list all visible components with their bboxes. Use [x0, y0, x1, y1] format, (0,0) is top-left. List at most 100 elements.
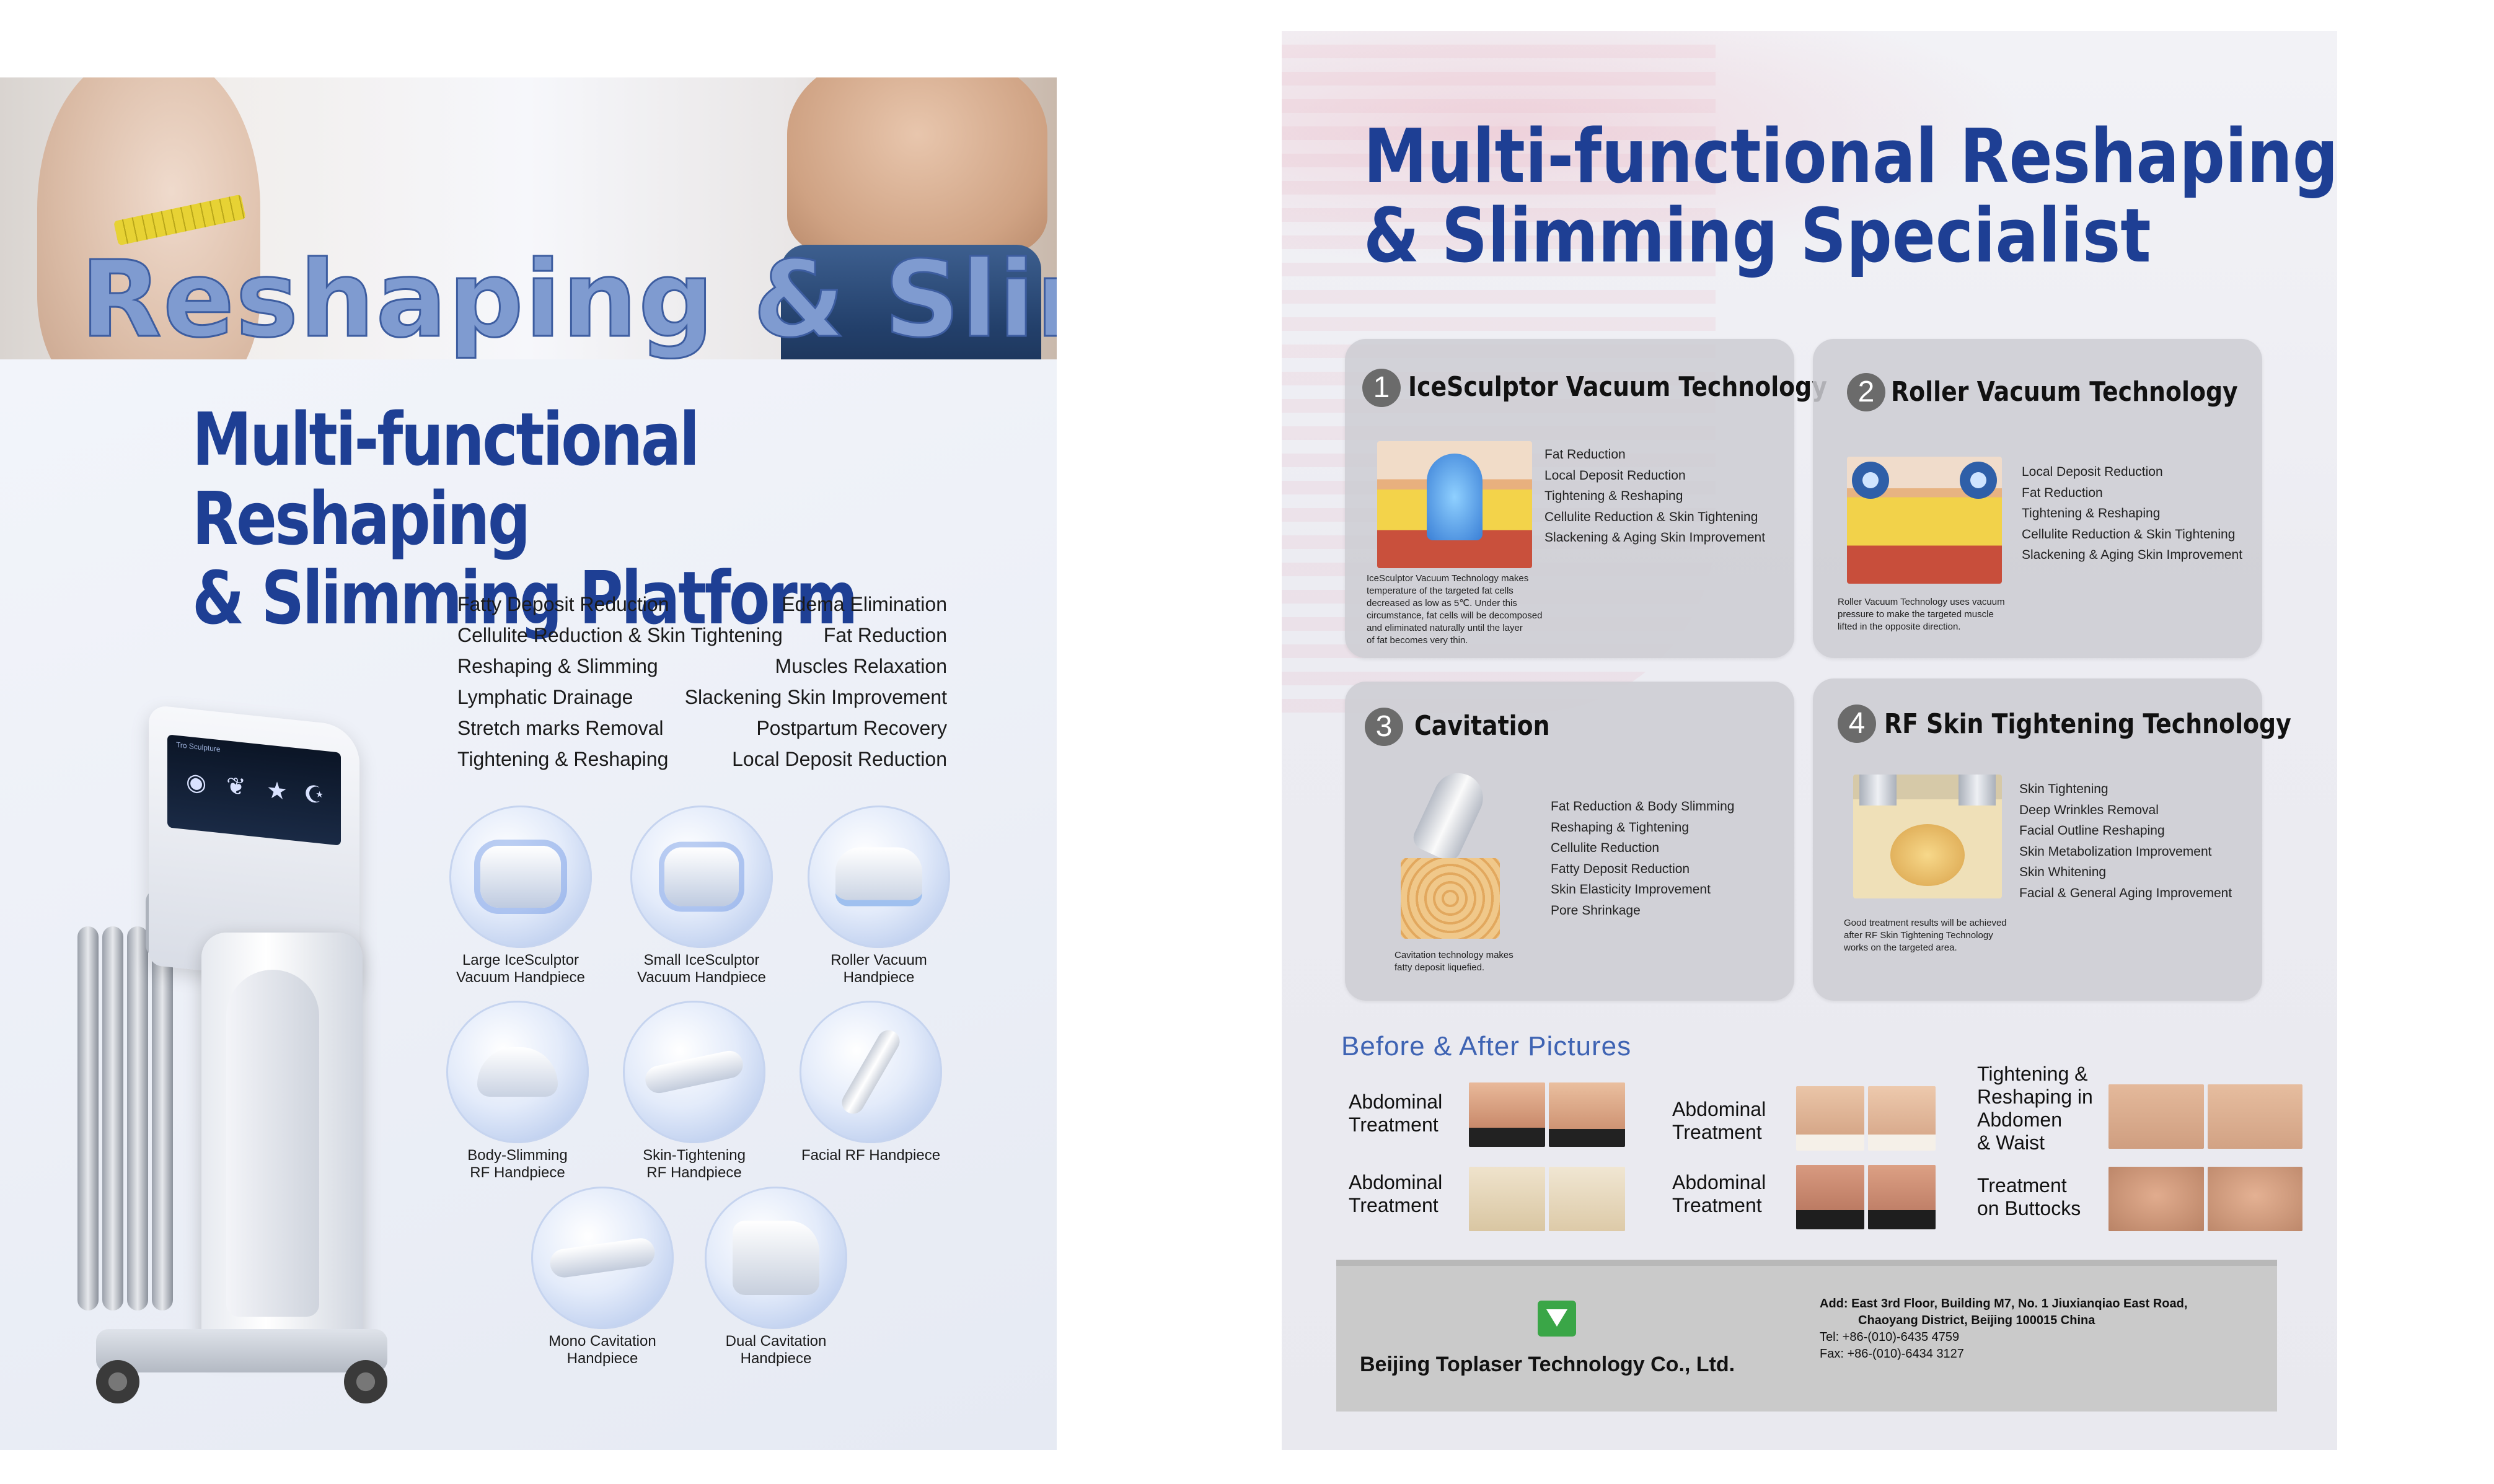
banner: Reshaping & Slimming — [0, 77, 1057, 359]
feature-item: Reshaping & Slimming — [457, 655, 658, 677]
handpiece-icon: ❦ — [226, 773, 246, 801]
wheel — [344, 1360, 387, 1403]
card-number: 4 — [1838, 705, 1876, 743]
before-photo — [2108, 1167, 2204, 1231]
feature-row: Stretch marks Removal Postpartum Recovery — [457, 713, 947, 744]
label-line: Abdominal — [1672, 1098, 1766, 1120]
after-photo — [1867, 1086, 1936, 1151]
card-note: Roller Vacuum Technology uses vacuum pre… — [1838, 596, 2005, 633]
note-line: after RF Skin Tightening Technology — [1844, 930, 1993, 941]
note-line: and eliminated naturally until the layer — [1367, 623, 1523, 633]
bullet-item: Fat Reduction — [1544, 447, 1626, 462]
fax-number: Fax: +86-(010)-6434 3127 — [1820, 1347, 1964, 1361]
handpiece-label: Small IceSculptor — [643, 952, 760, 968]
feature-list: Fatty Deposit Reduction Edema Elimination… — [457, 589, 947, 775]
cooling-zone — [1427, 454, 1483, 540]
address-line: Chaoyang District, Beijing 100015 China — [1858, 1314, 2095, 1327]
card-bullets: Fat Reduction & Body Slimming Reshaping … — [1551, 796, 1734, 921]
company-logo-mark — [1546, 1309, 1567, 1327]
before-after-photos — [1469, 1167, 1625, 1231]
tech-card-rf-skin-tightening: 4 RF Skin Tightening Technology Skin Tig… — [1813, 678, 2291, 1001]
note-line: temperature of the targeted fat cells — [1367, 586, 1514, 596]
feature-item: Lymphatic Drainage — [457, 686, 633, 708]
handpiece-label: Vacuum Handpiece — [637, 969, 766, 986]
label-line: Treatment — [1349, 1194, 1439, 1216]
specialist-title: Multi-functional Reshaping & Slimming Sp… — [1364, 118, 2337, 276]
bullet-item: Fat Reduction & Body Slimming — [1551, 799, 1735, 814]
before-photo — [1796, 1165, 1864, 1229]
feature-item: Fat Reduction — [823, 624, 947, 646]
handpiece-label: Roller Vacuum — [831, 952, 927, 968]
bullet-item: Skin Metabolization Improvement — [2019, 844, 2212, 859]
handpiece-label: RF Handpiece — [646, 1164, 742, 1181]
address-line: Add: East 3rd Floor, Building M7, No. 1 … — [1820, 1297, 2188, 1311]
banner-title: Reshaping & Slimming — [80, 238, 1057, 360]
bullet-item: Tightening & Reshaping — [2022, 506, 2161, 520]
card-title: Cavitation — [1414, 710, 1550, 742]
handpiece-icon: ◉ — [186, 768, 207, 797]
phone-number: Tel: +86-(010)-6435 4759 — [1820, 1330, 1960, 1344]
card-number: 2 — [1847, 373, 1885, 411]
card-title: RF Skin Tightening Technology — [1884, 708, 2291, 740]
handpiece-label: Handpiece — [843, 969, 915, 986]
label-line: Treatment — [1977, 1174, 2067, 1196]
bullet-item: Skin Elasticity Improvement — [1551, 882, 1711, 897]
left-brochure-page: Reshaping & Slimming Multi-functional Re… — [0, 77, 1057, 1450]
before-after-photos — [1796, 1086, 1936, 1151]
machine-base — [96, 1329, 387, 1372]
handpiece-label: Body-Slimming — [467, 1147, 568, 1164]
feature-item: Postpartum Recovery — [756, 717, 947, 739]
rf-skin-diagram — [1853, 775, 2002, 898]
icesculptor-diagram — [1377, 441, 1532, 568]
card-number: 1 — [1362, 369, 1401, 407]
after-photo — [1549, 1167, 1625, 1231]
machine-screen: Tro Sculpture ◉ ❦ ★ ☪ — [167, 734, 341, 846]
label-line: Abdominal — [1672, 1171, 1766, 1193]
bullet-item: Cellulite Reduction & Skin Tightening — [2022, 527, 2236, 542]
label-line: & Waist — [1977, 1131, 2045, 1154]
right-brochure-page: Multi-functional Reshaping & Slimming Sp… — [1282, 31, 2337, 1450]
note-line: IceSculptor Vacuum Technology makes — [1367, 573, 1529, 584]
platform-title: Multi-functional Reshaping & Slimming Pl… — [192, 400, 901, 638]
wheel — [96, 1360, 139, 1403]
card-note: IceSculptor Vacuum Technology makes temp… — [1367, 573, 1542, 647]
note-line: decreased as low as 5℃. Under this — [1367, 598, 1517, 608]
label-line: Treatment — [1672, 1194, 1762, 1216]
roller-vacuum-diagram — [1847, 457, 2002, 584]
before-after-heading: Before & After Pictures — [1341, 1031, 1632, 1061]
bullet-item: Slackening & Aging Skin Improvement — [1544, 530, 1766, 545]
bullet-item: Local Deposit Reduction — [2022, 465, 2163, 479]
tech-card-icesculptor: 1 IceSculptor Vacuum Technology Fat Redu… — [1345, 339, 1827, 658]
note-line: Cavitation technology makes — [1395, 950, 1514, 960]
card-title: Roller Vacuum Technology — [1891, 376, 2238, 408]
feature-item: Tightening & Reshaping — [457, 748, 669, 770]
label-line: Abdominal — [1349, 1171, 1443, 1193]
feature-item: Edema Elimination — [782, 593, 947, 615]
note-line: lifted in the opposite direction. — [1838, 621, 1961, 632]
handpiece-label: Vacuum Handpiece — [456, 969, 585, 986]
note-line: pressure to make the targeted muscle — [1838, 609, 1994, 620]
label-line: Abdominal — [1349, 1091, 1443, 1113]
note-line: circumstance, fat cells will be decompos… — [1367, 610, 1543, 621]
handpiece-label: RF Handpiece — [470, 1164, 565, 1181]
company-address: Add: East 3rd Floor, Building M7, No. 1 … — [1820, 1296, 2187, 1363]
roller-icon — [1960, 462, 1997, 499]
note-line: of fat becomes very thin. — [1367, 635, 1468, 646]
bullet-item: Slackening & Aging Skin Improvement — [2022, 548, 2243, 562]
bullet-item: Cellulite Reduction — [1551, 841, 1660, 855]
machine-front-panel — [226, 970, 319, 1317]
feature-item: Stretch marks Removal — [457, 717, 664, 739]
platform-title-line2: & Slimming Platform — [192, 555, 858, 641]
feature-item: Fatty Deposit Reduction — [457, 593, 669, 615]
before-photo — [2108, 1084, 2204, 1149]
after-photo — [1867, 1165, 1936, 1229]
